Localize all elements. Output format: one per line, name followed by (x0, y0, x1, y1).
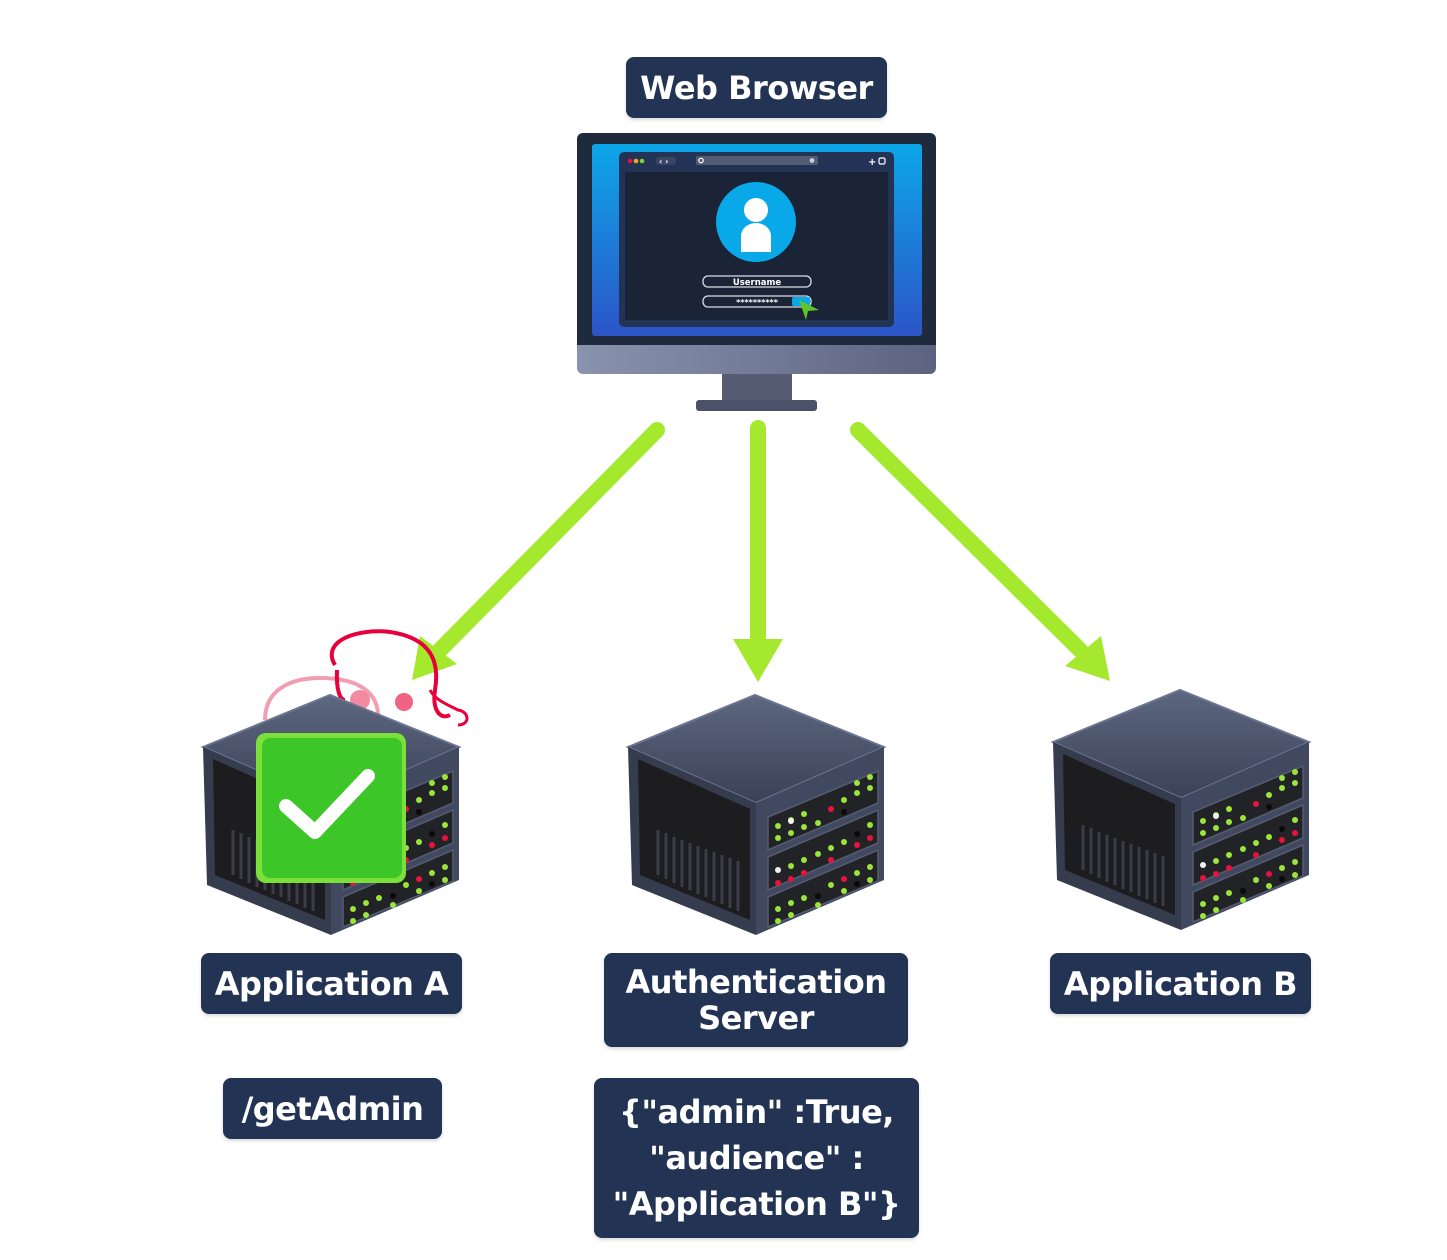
skull-crossbones-icon (263, 629, 469, 727)
close-dot (627, 158, 633, 164)
get-admin-endpoint-label: /getAdmin (223, 1078, 442, 1139)
token-payload-text: {"admin" :True, "audience" : "Applicatio… (612, 1093, 901, 1223)
application-a-label: Application A (201, 953, 462, 1014)
arrow-to-application-a (412, 422, 665, 680)
password-field-text: ********** (736, 298, 779, 307)
application-b-label: Application B (1050, 953, 1311, 1014)
username-field-text: Username (733, 278, 782, 288)
auth-server-label-text: Authentication Server (625, 963, 887, 1037)
auth-server-label: Authentication Server (604, 953, 908, 1047)
nav-arrows-icon (656, 157, 676, 165)
web-browser-label-text: Web Browser (640, 68, 873, 107)
server-application-b-icon (1051, 688, 1311, 932)
application-b-label-text: Application B (1063, 964, 1298, 1003)
application-a-label-text: Application A (214, 964, 449, 1003)
arrows (412, 420, 1110, 682)
search-icon (698, 157, 704, 164)
get-admin-endpoint-text: /getAdmin (241, 1089, 424, 1128)
web-browser-label: Web Browser (626, 57, 887, 118)
refresh-icon (809, 158, 815, 163)
token-payload-label: {"admin" :True, "audience" : "Applicatio… (594, 1078, 919, 1238)
check-icon (256, 733, 406, 883)
plus-icon: + (868, 157, 876, 168)
server-auth-icon (626, 693, 886, 937)
arrow-to-application-b (850, 422, 1110, 681)
web-browser-monitor-icon: ‹ › + Username ********** (577, 133, 936, 411)
username-field (702, 275, 812, 288)
svg-text:‹ ›: ‹ › (659, 157, 668, 166)
address-bar (696, 156, 818, 165)
password-field (702, 295, 812, 308)
cursor-arrow-icon (799, 300, 819, 320)
arrow-to-auth-server (733, 420, 783, 682)
